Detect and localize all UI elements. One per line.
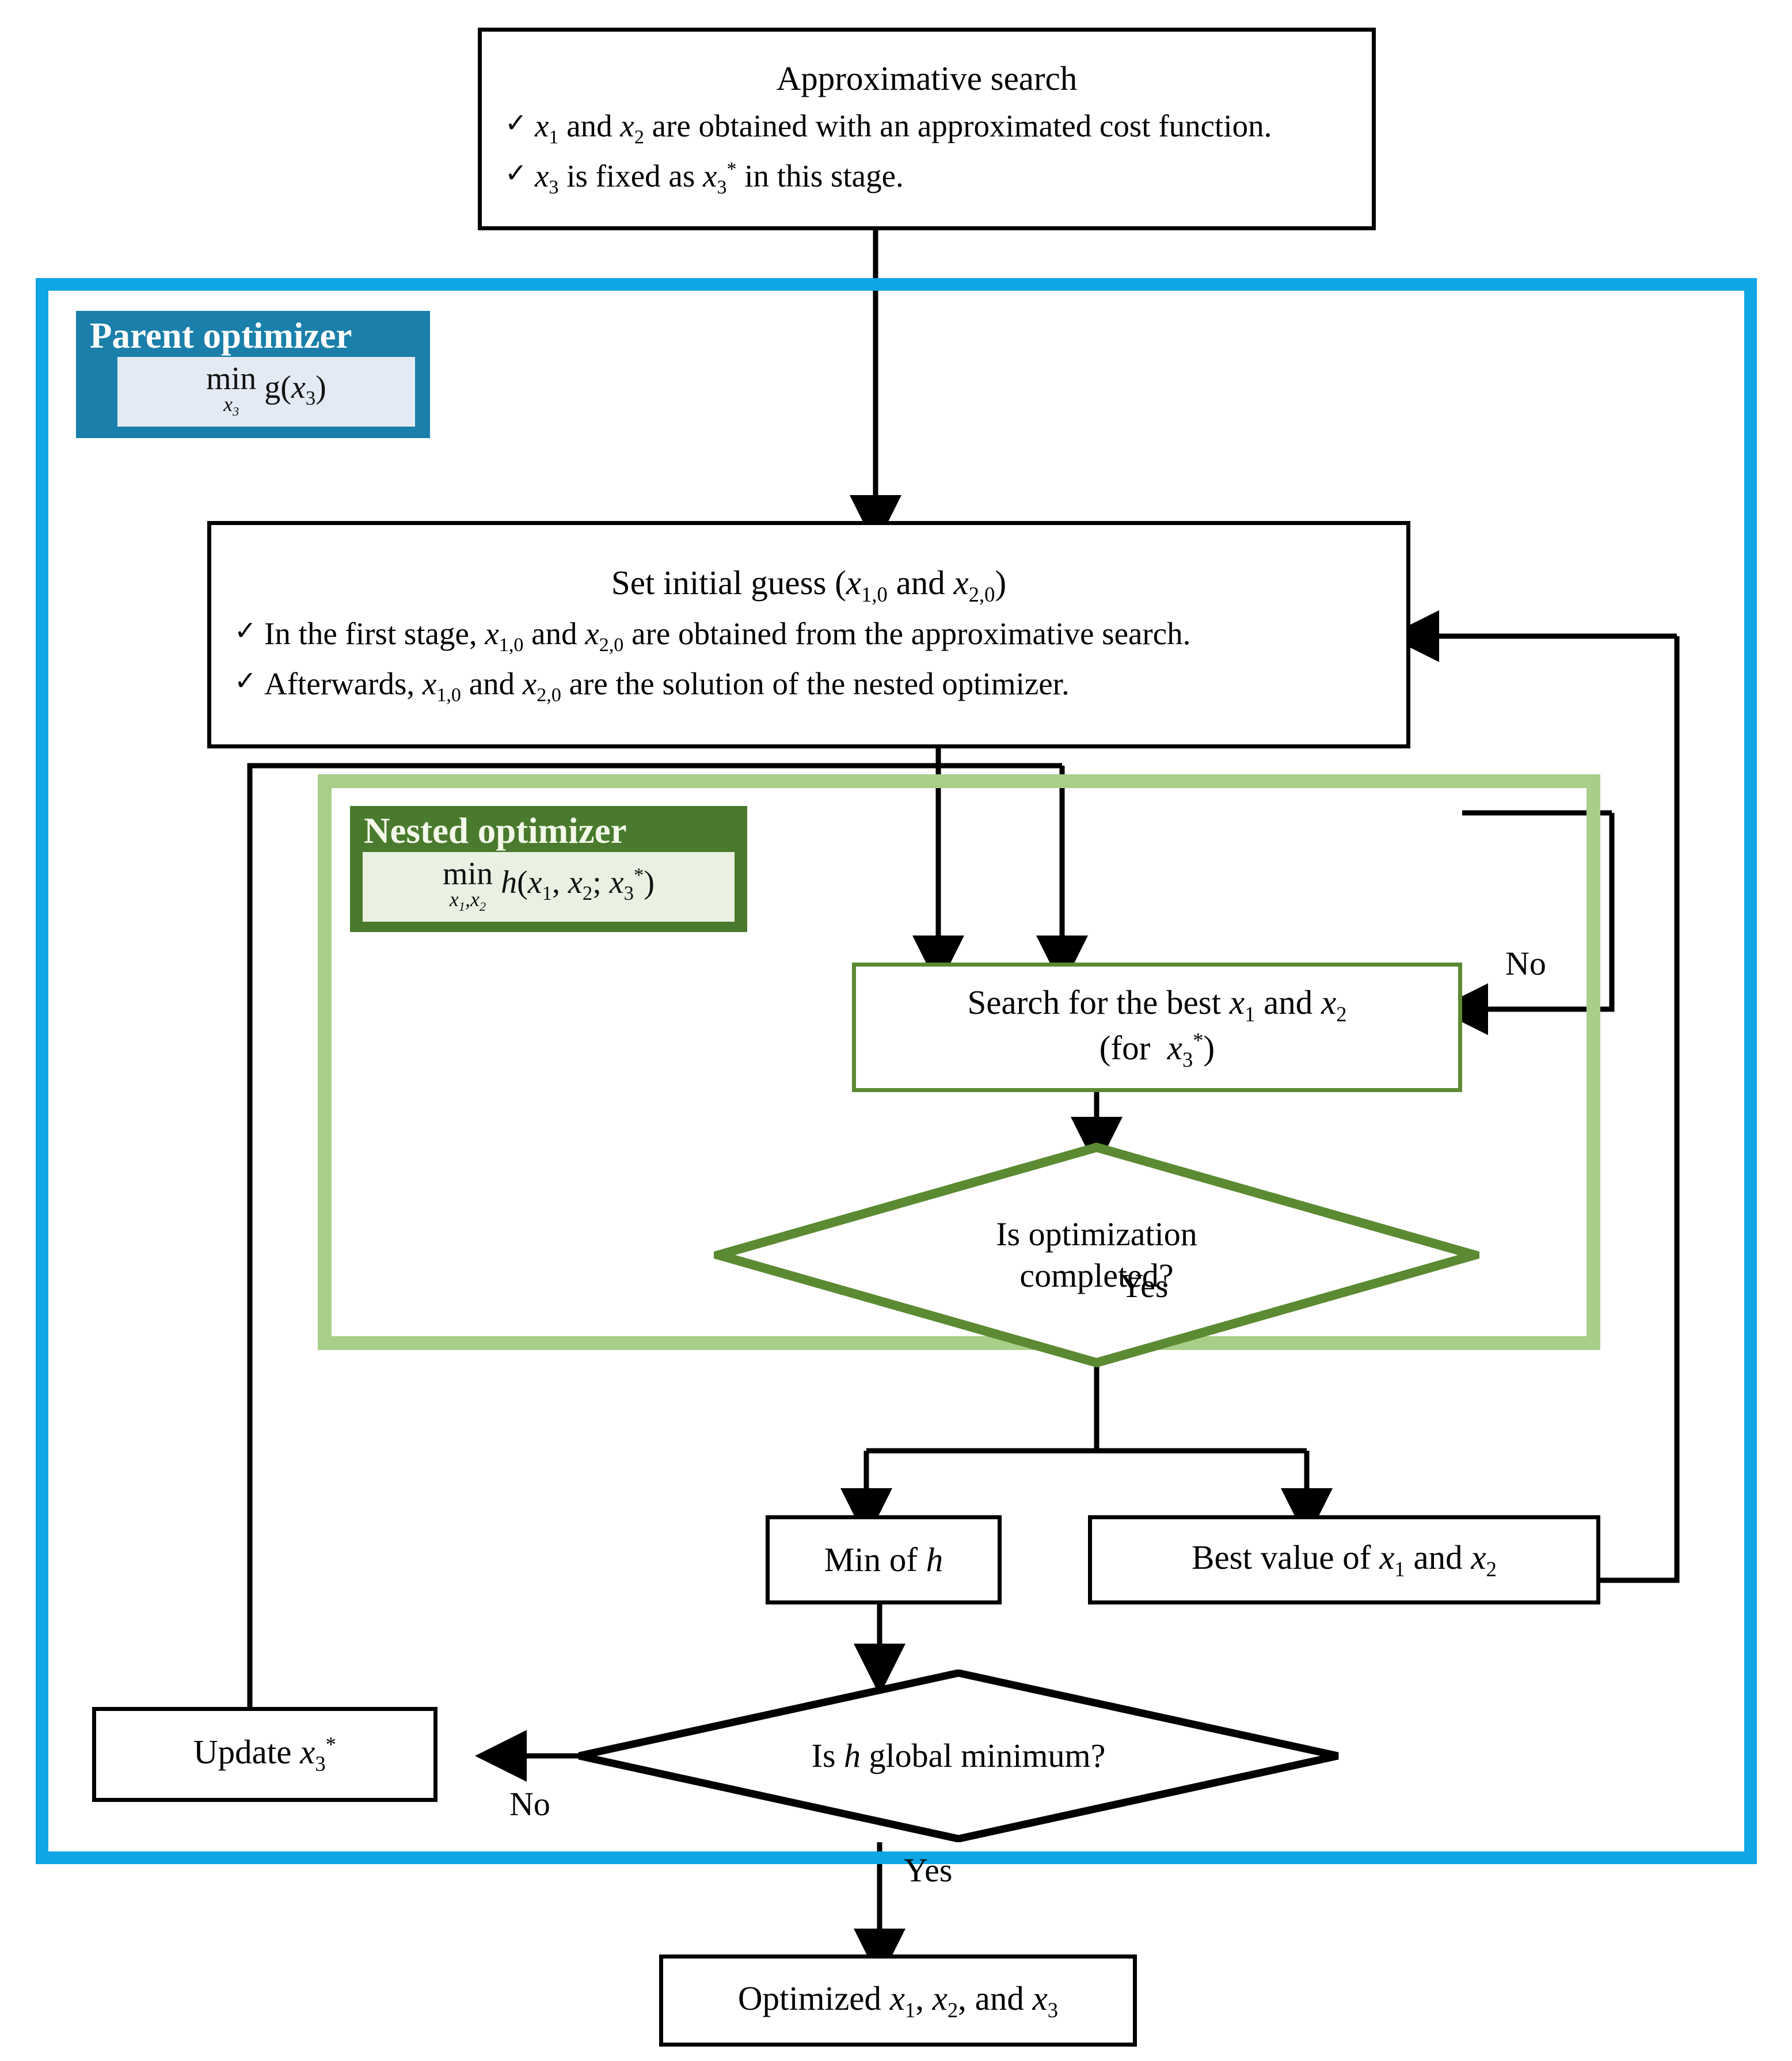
optimized-result-box[interactable]: Optimized x1, x2, and x3 xyxy=(659,1954,1137,2047)
bullet-row: ✓ Afterwards, x1,0 and x2,0 are the solu… xyxy=(234,664,1380,708)
global-yes-label: Yes xyxy=(904,1851,953,1889)
min-op-text: min xyxy=(206,361,257,397)
best-value-box[interactable]: Best value of x1 and x2 xyxy=(1088,1515,1600,1604)
min-of-h-label: Min of h xyxy=(824,1540,943,1579)
bullet-text: x3 is fixed as x3* in this stage. xyxy=(535,158,904,198)
search-best-line1: Search for the best x1 and x2 xyxy=(967,983,1347,1026)
update-x3-box[interactable]: Update x3* xyxy=(92,1707,437,1802)
approximative-search-title: Approximative search xyxy=(776,59,1078,98)
initial-guess-title: Set initial guess (x1,0 and x2,0) xyxy=(611,563,1007,606)
min-op-subscript: x3 xyxy=(223,393,239,419)
min-of-h-box[interactable]: Min of h xyxy=(766,1515,1002,1604)
bullet-row: ✓ In the first stage, x1,0 and x2,0 are … xyxy=(234,614,1380,657)
min-op-subscript: x1,x2 xyxy=(449,888,486,914)
parent-formula-body: g(x3) xyxy=(264,370,326,410)
min-operator: min x1,x2 xyxy=(443,858,493,914)
check-icon: ✓ xyxy=(234,666,257,695)
best-value-label: Best value of x1 and x2 xyxy=(1192,1538,1497,1581)
optimized-result-label: Optimized x1, x2, and x3 xyxy=(737,1979,1059,2022)
bullet-row: ✓ x3 is fixed as x3* in this stage. xyxy=(505,157,1345,200)
global-no-label: No xyxy=(509,1785,550,1823)
min-operator: min x3 xyxy=(206,363,256,419)
approximative-search-box[interactable]: Approximative search ✓ x1 and x2 are obt… xyxy=(478,28,1376,230)
min-op-text: min xyxy=(442,856,493,892)
search-best-box[interactable]: Search for the best x1 and x2 (for x3*) xyxy=(852,963,1462,1092)
update-x3-label: Update x3* xyxy=(193,1732,336,1776)
approximative-search-bullets: ✓ x1 and x2 are obtained with an approxi… xyxy=(482,100,1372,199)
diamond-shape xyxy=(578,1669,1339,1843)
initial-guess-bullets: ✓ In the first stage, x1,0 and x2,0 are … xyxy=(211,607,1406,707)
check-icon: ✓ xyxy=(505,108,527,138)
decision-no-label: No xyxy=(1505,945,1546,982)
nested-formula-body: h(x1, x2; x3*) xyxy=(501,864,655,905)
bullet-text: In the first stage, x1,0 and x2,0 are ob… xyxy=(264,616,1191,656)
nested-optimizer-container xyxy=(318,774,1600,1350)
check-icon: ✓ xyxy=(505,158,527,188)
nested-optimizer-formula: min x1,x2 h(x1, x2; x3*) xyxy=(363,852,735,922)
decision-yes-label: Yes xyxy=(1120,1267,1169,1305)
parent-optimizer-formula: min x3 g(x3) xyxy=(117,357,415,427)
set-initial-guess-box[interactable]: Set initial guess (x1,0 and x2,0) ✓ In t… xyxy=(207,521,1410,748)
nested-optimizer-chip: Nested optimizer min x1,x2 h(x1, x2; x3*… xyxy=(350,806,747,932)
check-icon: ✓ xyxy=(234,616,257,646)
bullet-row: ✓ x1 and x2 are obtained with an approxi… xyxy=(505,107,1345,150)
bullet-text: x1 and x2 are obtained with an approxima… xyxy=(535,108,1272,149)
search-best-line2: (for x3*) xyxy=(1099,1028,1215,1071)
diamond-shape xyxy=(701,1142,1492,1368)
nested-optimizer-label: Nested optimizer xyxy=(364,811,627,851)
decision-global-minimum[interactable]: Is h global minimum? xyxy=(576,1669,1341,1843)
parent-optimizer-container xyxy=(36,278,1757,1864)
parent-optimizer-chip: Parent optimizer min x3 g(x3) xyxy=(76,311,430,438)
bullet-text: Afterwards, x1,0 and x2,0 are the soluti… xyxy=(264,666,1070,706)
parent-optimizer-label: Parent optimizer xyxy=(90,315,352,356)
